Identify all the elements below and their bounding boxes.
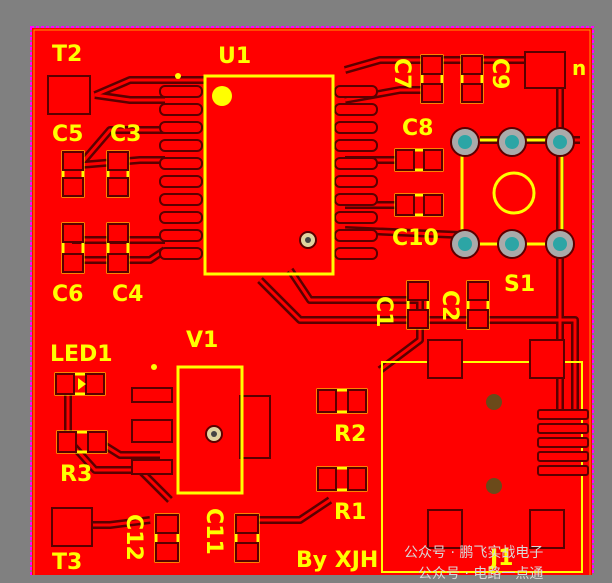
label-c6: C6 bbox=[52, 282, 84, 307]
t3-pad bbox=[51, 507, 93, 547]
label-r3: R3 bbox=[60, 462, 93, 487]
c11-footprint bbox=[234, 513, 260, 563]
c4-footprint bbox=[106, 222, 130, 274]
label-t2: T2 bbox=[52, 42, 83, 67]
label-s1: S1 bbox=[504, 272, 536, 297]
c6-footprint bbox=[61, 222, 85, 274]
label-c3: C3 bbox=[110, 122, 142, 147]
label-c12: C12 bbox=[121, 514, 146, 561]
label-led1: LED1 bbox=[50, 342, 113, 367]
label-j1: J1 bbox=[490, 546, 514, 571]
r2-footprint bbox=[316, 388, 368, 414]
label-v1: V1 bbox=[186, 328, 219, 353]
c2-footprint bbox=[466, 280, 490, 330]
label-n: n bbox=[572, 56, 587, 80]
label-c10: C10 bbox=[392, 226, 439, 251]
label-c2: C2 bbox=[437, 290, 462, 322]
r3-footprint bbox=[56, 430, 108, 454]
label-r1: R1 bbox=[334, 500, 367, 525]
label-c4: C4 bbox=[112, 282, 144, 307]
led1-footprint bbox=[54, 372, 106, 396]
board-outline bbox=[30, 26, 594, 575]
label-c1: C1 bbox=[371, 296, 396, 328]
c1-footprint bbox=[406, 280, 430, 330]
u1-pins-left bbox=[159, 85, 203, 260]
label-c8: C8 bbox=[402, 116, 434, 141]
c7-footprint bbox=[420, 54, 444, 104]
c12-footprint bbox=[154, 513, 180, 563]
label-author: By XJH bbox=[296, 548, 379, 573]
c3-footprint bbox=[106, 150, 130, 198]
label-u1: U1 bbox=[218, 44, 252, 69]
c8-footprint bbox=[394, 148, 444, 172]
c5-footprint bbox=[61, 150, 85, 198]
label-c7: C7 bbox=[389, 58, 414, 90]
t2-pad bbox=[47, 75, 91, 115]
label-t3: T3 bbox=[52, 550, 83, 575]
label-c9: C9 bbox=[487, 58, 512, 90]
u1-outline bbox=[203, 74, 335, 276]
v1-footprint bbox=[131, 364, 271, 495]
label-r2: R2 bbox=[334, 422, 367, 447]
r1-footprint bbox=[316, 466, 368, 492]
j1-footprint bbox=[381, 339, 589, 573]
corner-pad-top-right bbox=[524, 51, 566, 89]
u1-pin1-marker bbox=[212, 86, 232, 106]
watermark-line2: 公众号 · 电路一点通 bbox=[418, 566, 544, 582]
s1-footprint bbox=[450, 127, 575, 259]
u1-pins-right bbox=[334, 85, 378, 260]
watermark-line1: 公众号 · 鹏飞实战电子 bbox=[404, 545, 544, 561]
c9-footprint bbox=[460, 54, 484, 104]
label-c5: C5 bbox=[52, 122, 84, 147]
c10-footprint bbox=[394, 193, 444, 217]
label-c11: C11 bbox=[201, 508, 226, 555]
